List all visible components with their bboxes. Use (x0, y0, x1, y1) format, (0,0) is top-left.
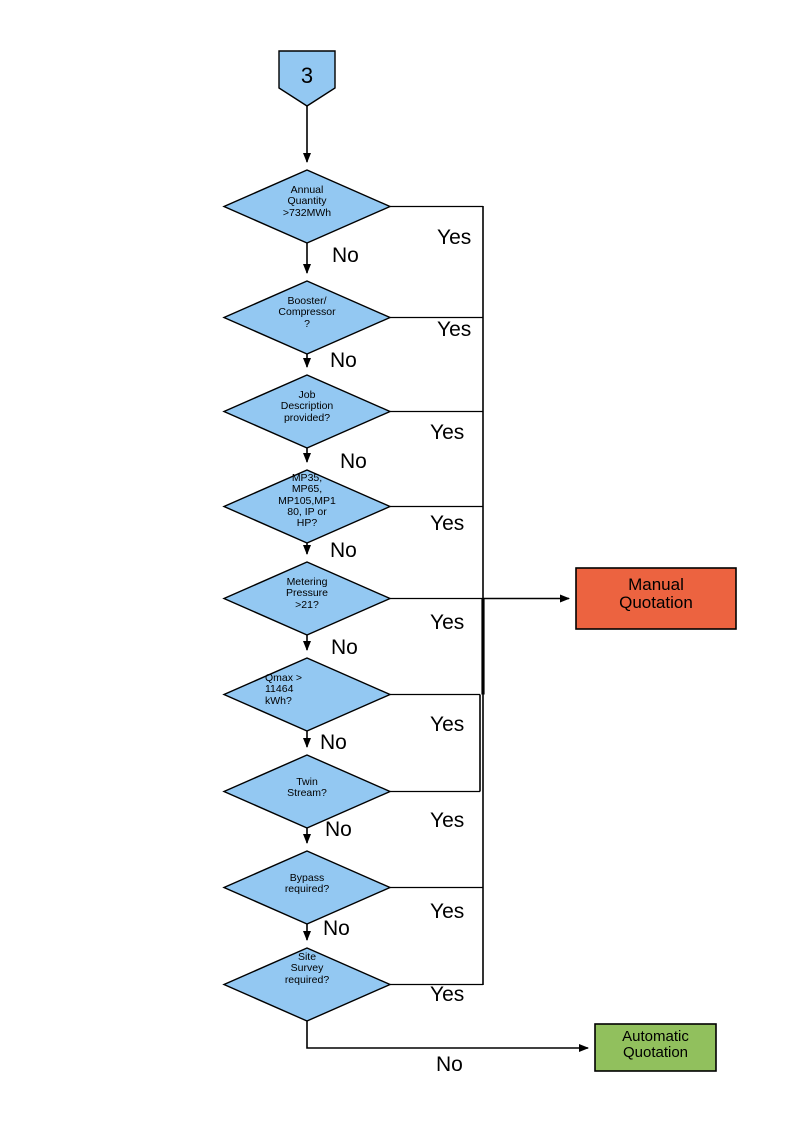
manual-quotation-box (575, 567, 737, 630)
decision-meter-type (222, 469, 392, 544)
start-shape (278, 50, 336, 107)
decision-booster (222, 280, 392, 355)
decision-bypass (222, 850, 392, 925)
decision-job-description (222, 374, 392, 449)
decision-site-survey (222, 947, 392, 1022)
decision-qmax (222, 657, 392, 732)
edge-no-site-survey-to-automatic (306, 1021, 589, 1052)
decision-metering-pressure (222, 561, 392, 636)
decision-twin-stream (222, 754, 392, 829)
decision-annual-quantity (222, 169, 392, 244)
automatic-quotation-box (594, 1023, 717, 1072)
